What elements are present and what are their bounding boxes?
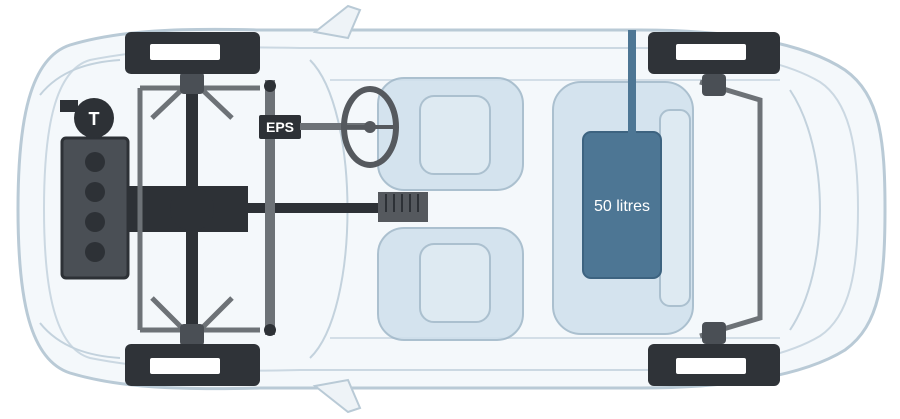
steering-wheel-icon	[341, 86, 399, 168]
turbo-icon: T	[60, 98, 114, 138]
rack-end-top	[264, 80, 276, 92]
drivetrain	[60, 60, 428, 360]
turbo-circle	[74, 98, 114, 138]
turbo-label: T	[89, 109, 100, 129]
steering-column	[300, 123, 370, 130]
cylinder-3	[85, 212, 105, 232]
eps-badge	[259, 115, 301, 139]
propshaft	[248, 203, 378, 213]
wheel-rear-right	[648, 344, 780, 386]
cylinder-4	[85, 242, 105, 262]
spring-front-left	[180, 72, 204, 94]
spring-rear-left	[702, 74, 726, 96]
springs	[180, 72, 726, 346]
wheel-front-left	[125, 32, 260, 74]
rack-end-bottom	[264, 324, 276, 336]
cylinder-1	[85, 152, 105, 172]
mirror-top	[312, 4, 362, 40]
eps-label: EPS	[266, 119, 294, 135]
rear-motor-fins	[385, 194, 419, 212]
headlight-bottom	[39, 322, 121, 359]
front-differential	[170, 187, 214, 231]
mirror-bottom	[312, 378, 362, 414]
cylinder-2	[85, 182, 105, 202]
steering-rack	[265, 80, 275, 335]
wheels	[125, 32, 780, 386]
rear-bench-back	[659, 109, 691, 307]
fuel-tank-body	[582, 131, 662, 279]
fuel-tank: 50 litres	[582, 30, 662, 279]
turbo-housing	[60, 100, 78, 112]
fuel-tank-capacity-label: 50 litres	[594, 198, 650, 215]
spring-rear-right	[702, 322, 726, 344]
rear-beam	[699, 79, 763, 339]
wheel-front-right	[125, 344, 260, 386]
wheel-rear-left	[648, 32, 780, 74]
fuel-filler-pipe	[628, 30, 636, 134]
headlight-top	[39, 59, 121, 96]
steering-system: EPS	[259, 80, 399, 336]
rear-window-line	[789, 89, 821, 331]
front-seat-right-cushion	[419, 243, 491, 323]
front-seat-left-cushion	[419, 95, 491, 175]
spring-front-right	[180, 324, 204, 346]
